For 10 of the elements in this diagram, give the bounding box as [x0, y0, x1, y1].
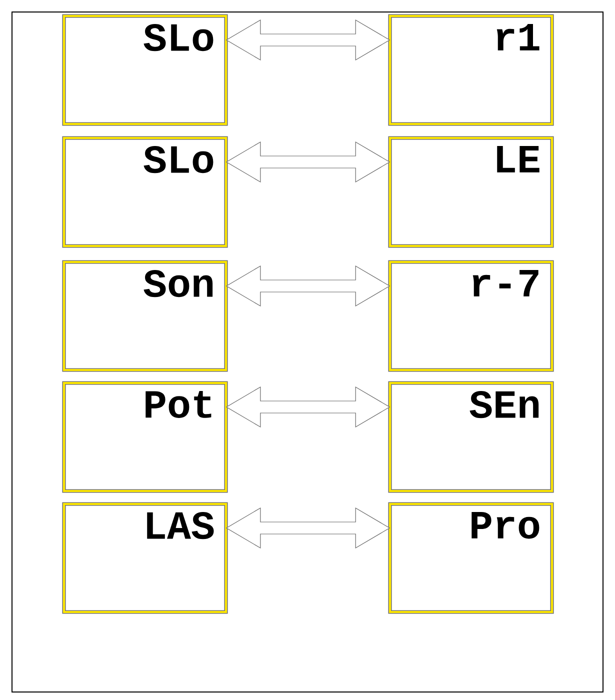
lcd-display: LAS: [62, 502, 228, 614]
lcd-display: Pro: [388, 502, 554, 614]
lcd-display: Pot: [62, 381, 228, 493]
lcd-display: r-7: [388, 260, 554, 372]
lcd-display: r1: [388, 14, 554, 126]
lcd-display: SLo: [62, 14, 228, 126]
lcd-display: SLo: [62, 136, 228, 248]
lcd-display: SEn: [388, 381, 554, 493]
lcd-display: Son: [62, 260, 228, 372]
lcd-display: LE: [388, 136, 554, 248]
